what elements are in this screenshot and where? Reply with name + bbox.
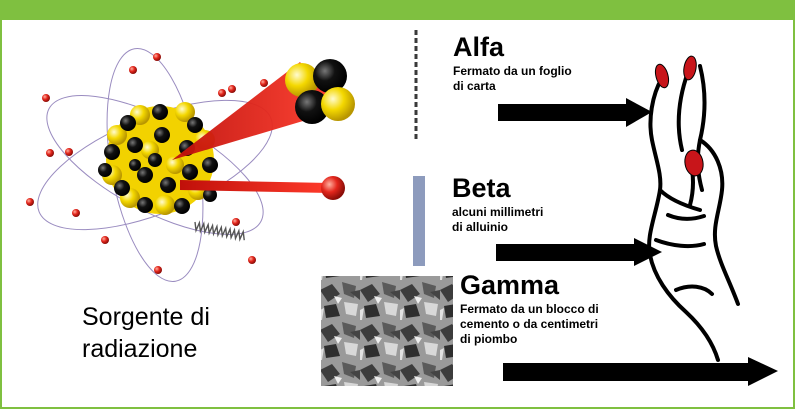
fingernail (683, 55, 697, 81)
electron (101, 236, 109, 244)
fingernail (684, 149, 704, 177)
gamma-description: Fermato da un blocco di cemento o da cen… (460, 302, 599, 346)
electron (228, 85, 236, 93)
alpha-title: Alfa (453, 32, 505, 62)
electrons (26, 53, 268, 274)
concrete-block (321, 276, 453, 386)
beta-particle (321, 176, 345, 200)
electron (154, 266, 162, 274)
electron (42, 94, 50, 102)
alpha-arrow (498, 98, 652, 127)
top-border-bar (0, 0, 795, 20)
beta-title: Beta (452, 173, 511, 203)
alpha-description: Fermato da un foglio di carta (453, 64, 572, 93)
beta-beam (180, 180, 330, 193)
electron (232, 218, 240, 226)
electron (72, 209, 80, 217)
electron (218, 89, 226, 97)
electron (65, 148, 73, 156)
beta-description: alcuni millimetri di alluinio (452, 205, 544, 234)
electron (153, 53, 161, 61)
gamma-arrow (503, 357, 778, 386)
electron (46, 149, 54, 157)
gamma-title: Gamma (460, 270, 560, 300)
gamma-wave (194, 220, 245, 242)
fingernails (654, 55, 704, 177)
alpha-particle (285, 59, 355, 124)
source-label: Sorgente di radiazione (82, 303, 210, 363)
electron (129, 66, 137, 74)
electron (260, 79, 268, 87)
electron (248, 256, 256, 264)
aluminium-plate (413, 176, 425, 266)
fingernail (654, 63, 670, 89)
hand-drawing (647, 64, 740, 362)
beta-arrow (496, 238, 662, 266)
nucleus (98, 102, 218, 215)
electron (26, 198, 34, 206)
